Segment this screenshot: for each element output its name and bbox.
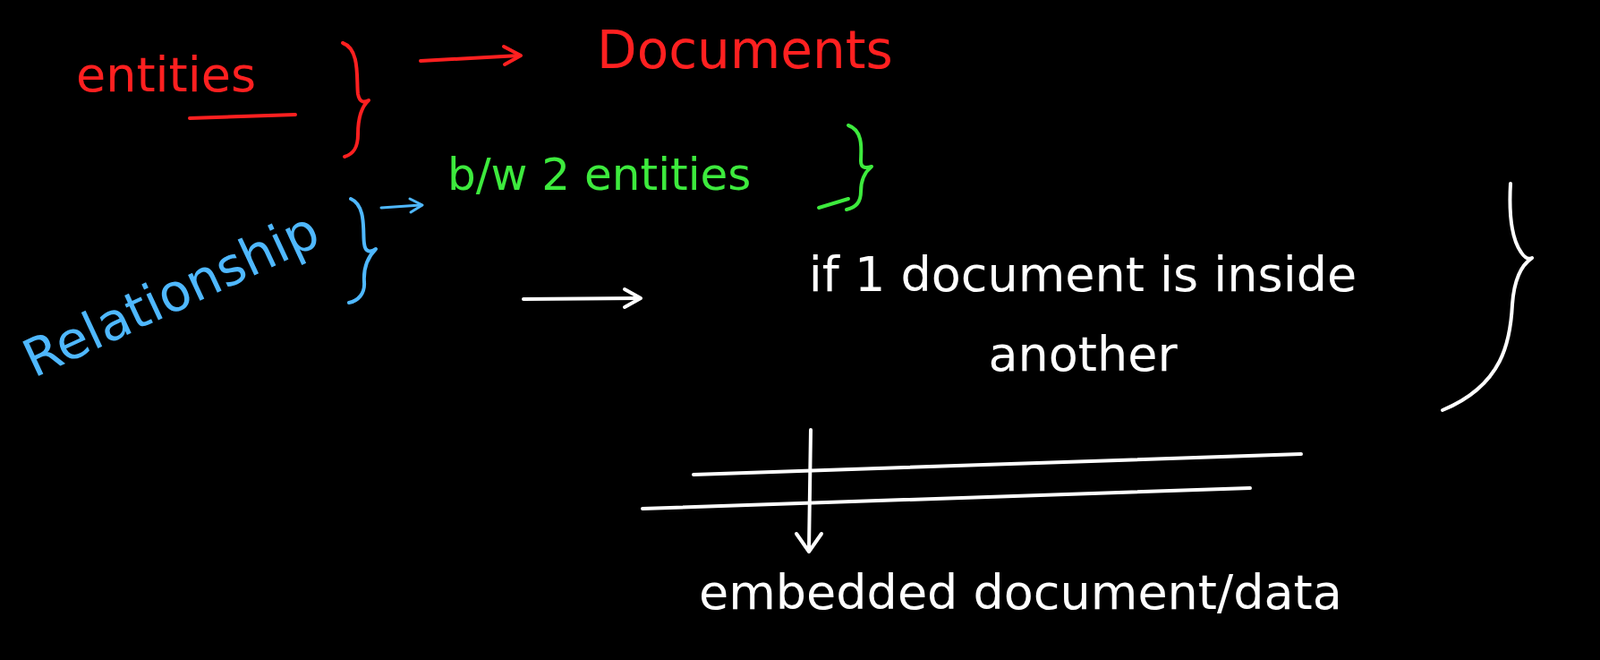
arrow-head (624, 289, 641, 307)
arrow-head (503, 46, 521, 65)
double-line (642, 487, 1251, 509)
underline (189, 114, 296, 119)
curly-brace (348, 198, 376, 303)
arrow (808, 429, 811, 550)
arrow-head (409, 198, 423, 213)
label-holder: entities (76, 46, 256, 105)
label-holder: if 1 document is inside another (715, 234, 1450, 394)
term: Documents (596, 19, 894, 83)
label-holder: Relationship (13, 199, 329, 392)
arrow (523, 297, 639, 299)
note: embedded document/data (698, 563, 1343, 622)
curly-brace (342, 42, 369, 157)
note: b/w 2 entities (447, 147, 751, 202)
label-holder: Documents (596, 19, 894, 83)
label-holder: embedded document/data (698, 563, 1343, 622)
curly-brace (846, 125, 872, 210)
note: if 1 document is inside another (715, 234, 1450, 394)
term: entities (76, 46, 256, 105)
underline (818, 198, 849, 208)
curly-brace (1442, 183, 1532, 410)
arrow-head (796, 533, 822, 552)
arrow (420, 55, 520, 61)
arrow (381, 204, 421, 208)
label-holder: b/w 2 entities (447, 147, 751, 202)
term: Relationship (13, 199, 329, 392)
double-line (693, 453, 1302, 475)
